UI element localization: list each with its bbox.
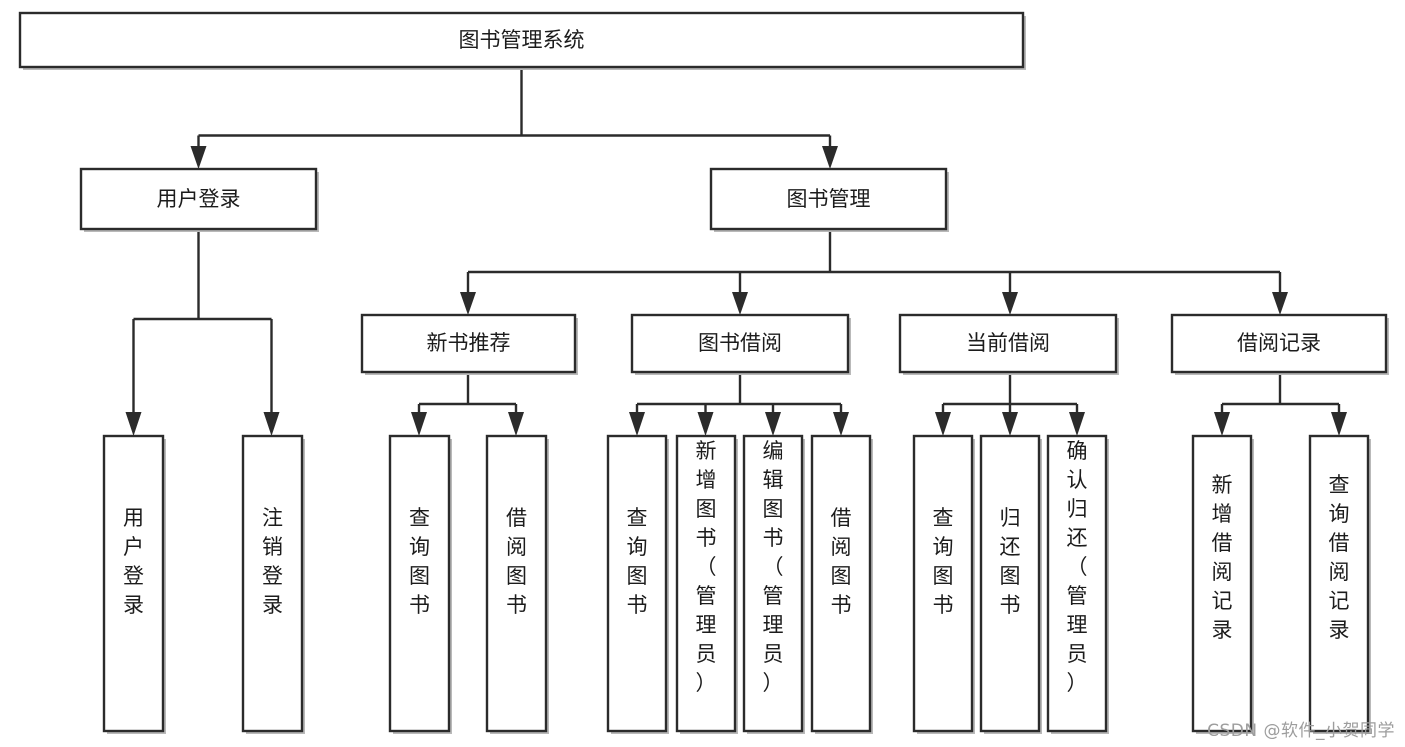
node-leaf-borrow-book-1-box: [485, 434, 548, 733]
node-leaf-add-book-label: 新增图书（管理员）: [696, 439, 717, 695]
arrow-head-leaf-query-book-1: [411, 412, 427, 436]
node-new-book-rec[interactable]: 新书推荐: [360, 313, 578, 375]
arrow-head-new-book-rec: [460, 292, 476, 315]
node-leaf-return-book-box: [979, 434, 1041, 733]
node-leaf-add-record-label: 新增借阅记录: [1212, 473, 1233, 642]
arrow-head-user-login: [190, 146, 207, 169]
arrow-head-leaf-borrow-book-2: [833, 412, 849, 436]
node-leaf-query-book-1[interactable]: 查询图书: [388, 434, 452, 734]
node-user-login[interactable]: 用户登录: [79, 167, 319, 232]
node-leaf-user-logout[interactable]: 注销登录: [241, 434, 305, 734]
node-leaf-borrow-book-1-label: 借阅图书: [506, 506, 527, 617]
node-current-borrow[interactable]: 当前借阅: [898, 313, 1119, 375]
node-leaf-confirm-return[interactable]: 确认归还（管理员）: [1046, 434, 1109, 734]
node-leaf-query-book-3[interactable]: 查询图书: [912, 434, 975, 734]
node-leaf-query-book-1-label: 查询图书: [409, 506, 430, 617]
arrow-head-current-borrow: [1002, 292, 1018, 315]
node-user-login-box: [79, 167, 318, 231]
arrow-head-book-borrow: [732, 292, 748, 315]
node-leaf-return-book-label: 归还图书: [1000, 506, 1021, 617]
node-leaf-query-book-1-box: [388, 434, 451, 733]
node-leaf-query-book-3-label: 查询图书: [933, 506, 954, 617]
node-new-book-rec-box: [360, 313, 577, 374]
node-leaf-borrow-book-2-box: [810, 434, 872, 733]
node-leaf-edit-book-label: 编辑图书（管理员）: [763, 439, 784, 695]
node-leaf-add-record[interactable]: 新增借阅记录: [1191, 434, 1254, 734]
node-borrow-record-label: 借阅记录: [1237, 331, 1321, 355]
node-leaf-query-record-box: [1308, 434, 1370, 733]
arrow-head-leaf-edit-book: [765, 412, 781, 436]
node-leaf-user-logout-box: [241, 434, 304, 733]
node-book-manage-box: [709, 167, 948, 231]
node-root-label: 图书管理系统: [459, 28, 585, 52]
node-leaf-add-book[interactable]: 新增图书（管理员）: [675, 434, 738, 734]
node-leaf-user-login-box: [102, 434, 165, 733]
node-leaf-borrow-book-1[interactable]: 借阅图书: [485, 434, 549, 734]
arrow-head-leaf-query-record: [1331, 412, 1347, 436]
arrow-head-borrow-record: [1272, 292, 1288, 315]
arrow-head-book-manage: [822, 146, 838, 169]
node-root-box: [18, 11, 1025, 69]
arrow-head-leaf-user-login: [125, 412, 142, 436]
node-leaf-query-record-label: 查询借阅记录: [1329, 473, 1350, 642]
node-book-borrow[interactable]: 图书借阅: [630, 313, 851, 375]
arrow-head-leaf-query-book-3: [935, 412, 951, 436]
node-borrow-record-box: [1170, 313, 1388, 374]
node-leaf-borrow-book-2[interactable]: 借阅图书: [810, 434, 873, 734]
arrow-head-leaf-borrow-book-1: [508, 412, 524, 436]
node-root[interactable]: 图书管理系统: [18, 11, 1026, 70]
node-leaf-query-record[interactable]: 查询借阅记录: [1308, 434, 1371, 734]
node-leaf-confirm-return-box: [1046, 434, 1108, 733]
node-leaf-user-login-label: 用户登录: [123, 506, 144, 617]
arrow-head-leaf-add-book: [697, 412, 714, 436]
node-leaf-query-book-3-box: [912, 434, 974, 733]
node-leaf-add-record-box: [1191, 434, 1253, 733]
node-leaf-confirm-return-label: 确认归还（管理员）: [1067, 439, 1088, 695]
node-book-borrow-label: 图书借阅: [698, 331, 782, 355]
node-book-manage[interactable]: 图书管理: [709, 167, 949, 232]
node-user-login-label: 用户登录: [157, 187, 241, 211]
arrow-head-leaf-query-book-2: [629, 412, 645, 436]
node-borrow-record[interactable]: 借阅记录: [1170, 313, 1389, 375]
node-book-manage-label: 图书管理: [787, 187, 871, 211]
node-leaf-user-login[interactable]: 用户登录: [102, 434, 166, 734]
node-book-borrow-box: [630, 313, 850, 374]
node-leaf-query-book-2-label: 查询图书: [627, 506, 648, 617]
node-leaf-query-book-2-box: [606, 434, 668, 733]
node-current-borrow-label: 当前借阅: [966, 331, 1050, 355]
node-new-book-rec-label: 新书推荐: [427, 331, 511, 355]
arrow-head-leaf-confirm-return: [1069, 412, 1085, 436]
arrow-head-leaf-add-record: [1214, 412, 1230, 436]
connector-layer: [125, 67, 1347, 436]
arrow-head-leaf-return-book: [1002, 412, 1018, 436]
node-leaf-edit-book-box: [742, 434, 804, 733]
node-leaf-return-book[interactable]: 归还图书: [979, 434, 1042, 734]
node-leaf-edit-book[interactable]: 编辑图书（管理员）: [742, 434, 805, 734]
node-leaf-user-logout-label: 注销登录: [262, 506, 283, 617]
node-current-borrow-box: [898, 313, 1118, 374]
arrow-head-leaf-user-logout: [263, 412, 280, 436]
node-leaf-query-book-2[interactable]: 查询图书: [606, 434, 669, 734]
node-leaf-borrow-book-2-label: 借阅图书: [831, 506, 852, 617]
node-leaf-add-book-box: [675, 434, 737, 733]
